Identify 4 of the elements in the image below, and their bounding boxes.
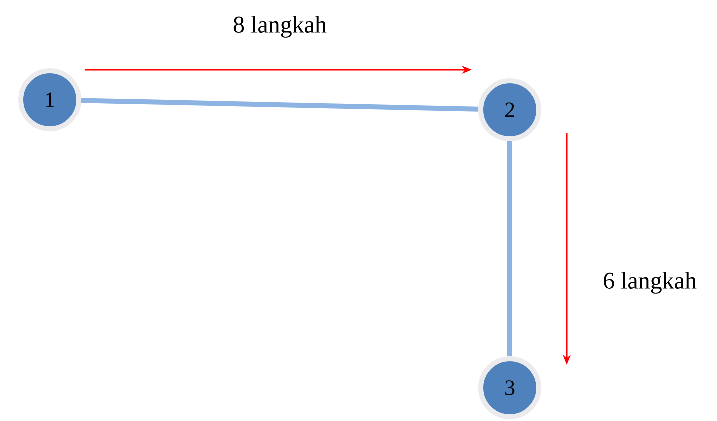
step-label: 8 langkah (234, 16, 327, 38)
connector-line (508, 142, 512, 356)
step-label: 6 langkah (604, 272, 697, 294)
connector-line (81, 98, 479, 112)
